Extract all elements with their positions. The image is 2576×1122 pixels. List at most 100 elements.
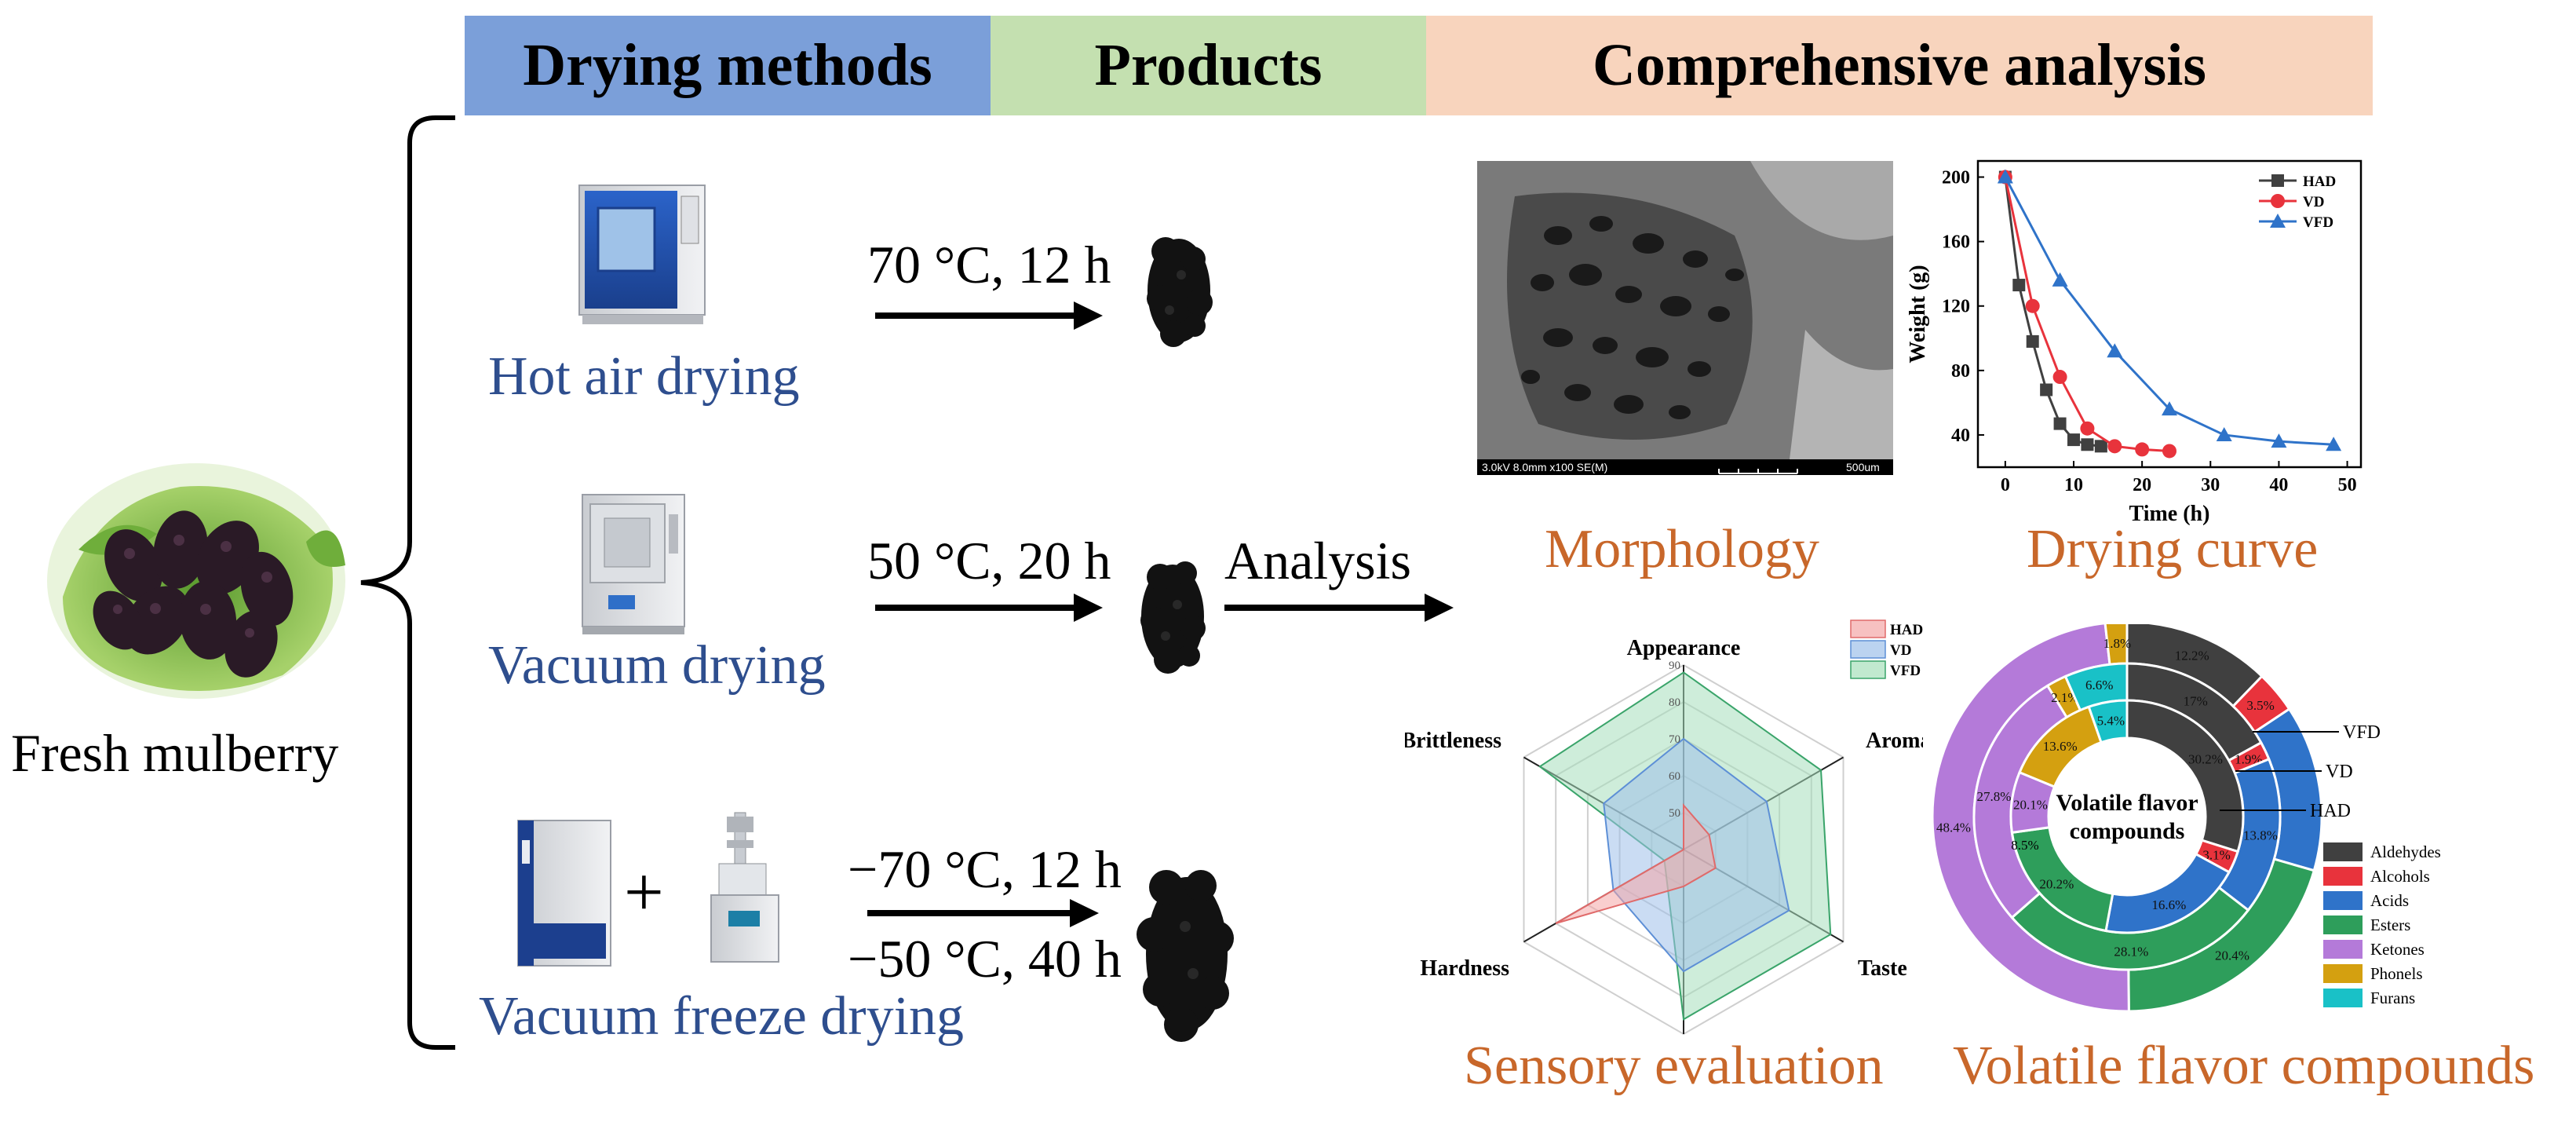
legend-label: Aldehydes: [2370, 842, 2441, 861]
data-point: [2162, 401, 2177, 416]
header-analysis-label: Comprehensive analysis: [1593, 32, 2206, 98]
analysis-arrow-label: Analysis: [1224, 531, 1411, 590]
legend-swatch: [2323, 842, 2363, 861]
freeze-dryer-image: [710, 812, 779, 963]
dried-products: [1137, 237, 1234, 1042]
y-tick-label: 120: [1942, 297, 1970, 317]
data-point: [2040, 383, 2053, 397]
donut-ring-had: 30.2%3.1%16.6%20.2%20.1%13.6%5.4%: [2009, 699, 2245, 934]
legend-label: VFD: [1890, 663, 1921, 679]
donut-slice-label: 27.8%: [1977, 789, 2012, 804]
donut-slice-label: 3.1%: [2202, 848, 2230, 863]
series-vfd: [1997, 169, 2342, 451]
radar-axis-label: Appearance: [1627, 636, 1741, 660]
method-label-vacuum: Vacuum drying: [488, 635, 826, 696]
vacuum-oven-image: [582, 494, 685, 634]
product-vd: [1140, 561, 1206, 674]
donut-slice-label: 20.4%: [2215, 948, 2249, 963]
y-tick-label: 200: [1942, 168, 1970, 188]
radar-ring-label: 50: [1669, 807, 1680, 820]
x-tick-label: 50: [2338, 475, 2357, 495]
legend-label: Alcohols: [2370, 867, 2430, 886]
legend-label: Furans: [2370, 989, 2415, 1007]
ring-pointer-label: VFD: [2343, 722, 2381, 743]
data-point: [2326, 437, 2342, 451]
plus-sign: +: [624, 853, 664, 931]
donut-slice-label: 16.6%: [2151, 897, 2186, 912]
legend-label: HAD: [2303, 174, 2336, 190]
method-label-vacuum-freeze: Vacuum freeze drying: [479, 986, 965, 1047]
product-had: [1147, 237, 1213, 347]
radar-axis-label: Hardness: [1420, 956, 1509, 981]
radar-ring-label: 90: [1669, 660, 1680, 672]
title-volatile-flavor: Volatile flavor compounds: [1953, 1036, 2535, 1096]
donut-slice-label: 5.4%: [2097, 714, 2125, 729]
volatile-donut-chart: 12.2%3.5%20.4%48.4%1.8%17%1.9%13.8%28.1%…: [1931, 624, 2441, 1013]
legend-label: Acids: [2370, 891, 2409, 910]
donut-slice-label: 20.2%: [2039, 877, 2074, 892]
legend-label: VD: [2303, 194, 2324, 210]
condition-freeze-2: −50 °C, 40 h: [848, 929, 1122, 989]
legend-swatch: [2323, 964, 2363, 983]
process-arrows: [867, 302, 1454, 927]
data-point: [2094, 440, 2107, 453]
donut-slice-label: 30.2%: [2188, 752, 2223, 767]
legend-swatch: [2323, 916, 2363, 934]
data-point: [2216, 426, 2232, 441]
data-point: [2270, 214, 2286, 228]
radar-axis-label: Brittleness: [1405, 729, 1501, 753]
ring-pointer-label: VD: [2326, 762, 2353, 782]
x-tick-label: 30: [2201, 475, 2220, 495]
legend-label: Ketones: [2370, 940, 2425, 959]
legend-swatch: [1850, 619, 1886, 638]
data-point: [2053, 417, 2067, 430]
donut-slice-label: 8.5%: [2011, 838, 2038, 853]
data-point: [2025, 298, 2040, 313]
product-vfd: [1137, 870, 1234, 1042]
x-tick-label: 10: [2064, 475, 2083, 495]
data-point: [2052, 272, 2068, 287]
x-tick-label: 40: [2269, 475, 2288, 495]
radar-axis-label: Aroma: [1866, 729, 1923, 753]
title-drying-curve: Drying curve: [2027, 519, 2319, 579]
data-point: [2080, 421, 2095, 436]
radar-series-had: [1555, 802, 1717, 924]
data-point: [2107, 439, 2122, 454]
fresh-mulberry-image: [47, 463, 345, 699]
ring-pointer-label: HAD: [2310, 801, 2351, 821]
condition-vacuum: 50 °C, 20 h: [867, 531, 1111, 590]
series-line: [2004, 177, 2102, 448]
condition-hot-air: 70 °C, 12 h: [867, 235, 1111, 294]
donut-center-label: Volatile flavor: [2056, 790, 2198, 816]
legend-swatch: [2323, 940, 2363, 959]
donut-slice-label: 28.1%: [2114, 944, 2148, 959]
donut-slice-label: 12.2%: [2175, 649, 2209, 663]
method-label-hot-air: Hot air drying: [488, 346, 800, 407]
legend-swatch: [1850, 640, 1886, 659]
y-axis-label: Weight (g): [1906, 265, 1930, 363]
y-tick-label: 160: [1942, 232, 1970, 253]
header-comprehensive-analysis: Comprehensive analysis: [1426, 16, 2373, 115]
donut-slice: [2125, 699, 2245, 853]
donut-center-label: compounds: [2070, 818, 2185, 844]
donut-slice-label: 1.9%: [2235, 751, 2262, 766]
data-point: [2067, 433, 2080, 447]
fresh-mulberry-label: Fresh mulberry: [11, 723, 339, 783]
legend-label: Esters: [2370, 916, 2410, 934]
data-point: [2052, 370, 2067, 385]
legend-label: VD: [1890, 642, 1911, 659]
sem-caption-right: 500um: [1846, 461, 1880, 473]
hot-air-oven-image: [578, 185, 706, 324]
data-point: [2012, 279, 2026, 292]
data-point: [2135, 442, 2150, 457]
y-tick-label: 40: [1951, 426, 1970, 446]
x-tick-label: 0: [2001, 475, 2010, 495]
donut-ring-vfd: 12.2%3.5%20.4%48.4%1.8%: [1931, 624, 2323, 1013]
data-point: [2081, 438, 2094, 451]
sensory-radar-chart: 5060708090AppearanceAromaTasteColorHardn…: [1405, 619, 1923, 1036]
data-point: [1997, 169, 2013, 184]
legend-label: Phonels: [2370, 964, 2423, 983]
title-sensory-evaluation: Sensory evaluation: [1464, 1036, 1884, 1096]
